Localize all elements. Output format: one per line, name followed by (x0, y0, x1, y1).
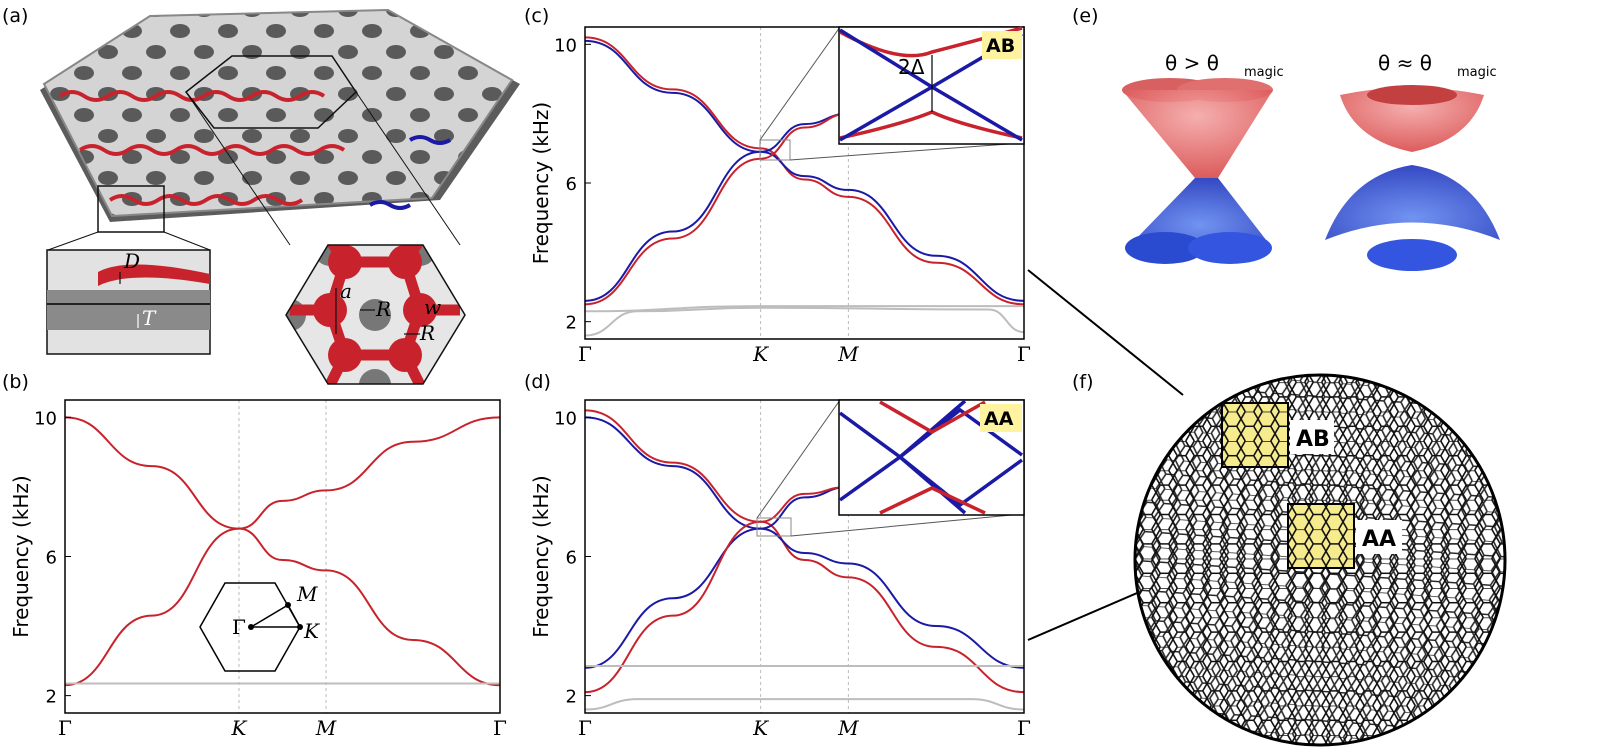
x-tick-label: Γ (578, 716, 592, 740)
cones-near-magic (1325, 85, 1500, 271)
bz-label-M: M (296, 582, 318, 606)
zoom-inset-d: AA (756, 399, 1025, 537)
cone-label-left-subscript: magic (1244, 65, 1284, 80)
y-tick-label: 2 (566, 313, 577, 334)
x-tick-label: Γ (1017, 716, 1031, 740)
y-axis-label: Frequency (kHz) (529, 102, 553, 264)
x-tick-label: M (837, 342, 859, 366)
inset-label-R-node: R (419, 321, 435, 345)
band-line (584, 416, 1025, 669)
panel-label-c: (c) (524, 5, 549, 27)
band-line (584, 305, 1024, 313)
y-axis-label: Frequency (kHz) (529, 475, 553, 637)
inset-label-a: a (340, 279, 352, 303)
panel-label-d: (d) (524, 371, 551, 393)
y-tick-label: 6 (566, 174, 577, 195)
x-tick-label: K (752, 342, 769, 366)
zoom-inset-c: 2Δ AB (759, 26, 1025, 161)
x-tick-label: Γ (578, 342, 592, 366)
x-tick-label: M (837, 716, 859, 740)
band-structure-d: 2 6 10Γ K M Γ Frequency (kHz) (529, 399, 1031, 740)
panel-label-e: (e) (1072, 5, 1099, 27)
cone-label-right: θ ≈ θ (1378, 51, 1432, 75)
brillouin-zone: Γ K M (199, 582, 320, 672)
band-line (64, 416, 501, 687)
x-tick-label: Γ (58, 716, 72, 740)
x-tick-label: K (752, 716, 769, 740)
band-line (64, 416, 501, 687)
x-tick-label: K (231, 716, 248, 740)
moire-label-aa: AA (1362, 527, 1396, 552)
y-tick-label: 10 (554, 35, 577, 56)
panel-label-a: (a) (2, 5, 28, 27)
inset-label-D: D (123, 249, 140, 273)
moire-label-ab: AB (1296, 427, 1330, 452)
inset-label-T: T (142, 306, 157, 330)
inset-stacking-label-ab: AB (986, 35, 1015, 57)
y-tick-label: 10 (34, 408, 57, 429)
cone-label-right-subscript: magic (1457, 65, 1497, 80)
y-tick-label: 2 (566, 687, 577, 708)
x-tick-label: Γ (1017, 342, 1031, 366)
cone-label-left: θ > θ (1165, 51, 1219, 75)
x-tick-label: Γ (493, 716, 507, 740)
cones-above-magic (1122, 78, 1273, 264)
unit-cell-inset: a R w R (285, 244, 466, 385)
y-axis-label: Frequency (kHz) (9, 475, 33, 637)
inset-label-w: w (424, 295, 441, 319)
y-tick-label: 10 (554, 408, 577, 429)
y-tick-label: 6 (46, 548, 57, 569)
band-line (584, 409, 1025, 694)
bz-label-K: K (303, 619, 320, 643)
panel-label-f: (f) (1072, 371, 1094, 393)
layer-thickness-inset: D T (46, 249, 211, 355)
panel-label-b: (b) (2, 371, 29, 393)
inset-label-R-hole: R (375, 297, 391, 321)
band-line (584, 39, 1025, 302)
band-line (584, 698, 1025, 711)
moire-lattice: AB AA (1027, 269, 1507, 747)
y-tick-label: 2 (46, 687, 57, 708)
x-tick-label: M (315, 716, 337, 740)
y-tick-label: 6 (566, 548, 577, 569)
band-line (584, 36, 1025, 306)
band-line (584, 306, 1025, 337)
dirac-cones-panel: θ > θ magic θ ≈ θ magic (1122, 51, 1500, 271)
metamaterial-render (40, 8, 520, 251)
gap-annotation: 2Δ (898, 55, 925, 79)
inset-stacking-label-aa: AA (984, 408, 1014, 430)
bz-label-gamma: Γ (232, 615, 246, 639)
